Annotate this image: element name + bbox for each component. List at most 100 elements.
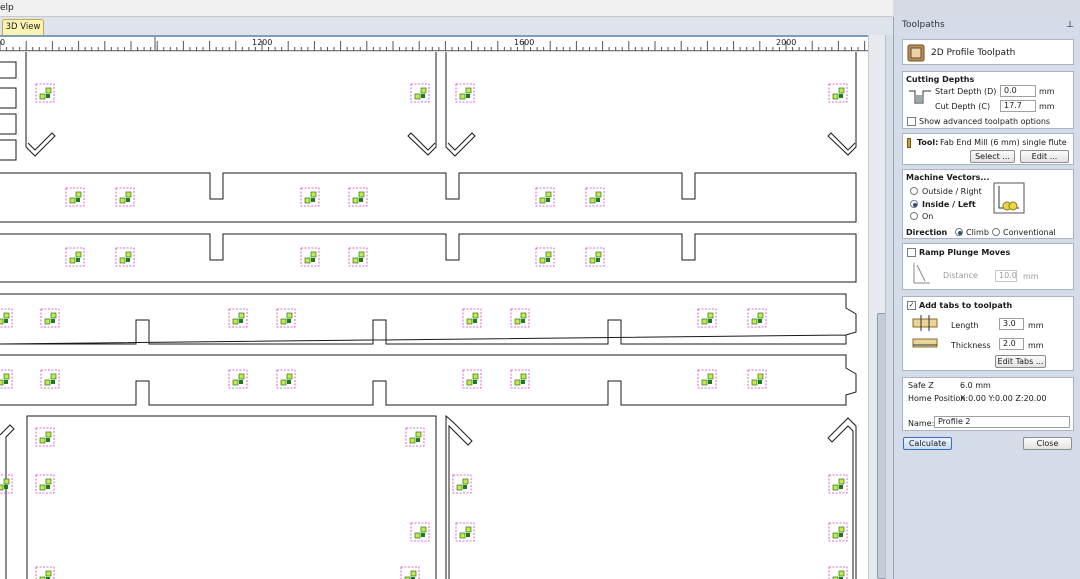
tab-thickness-input[interactable]: 2.0 [999,338,1024,350]
outside-right-radio[interactable] [910,187,918,195]
vector-shape [407,52,437,156]
add-tabs-label: Add tabs to toolpath [919,301,1013,310]
tab-marker [35,427,55,447]
tool-name: Fab End Mill (6 mm) single flute [940,138,1067,147]
tab-length-unit: mm [1028,321,1044,330]
tab-marker [697,369,717,389]
tab-thickness-icon [912,338,938,348]
horizontal-ruler: 0 1200 1600 2000 [0,35,868,51]
tab-marker [828,83,848,103]
tab-marker [585,187,605,207]
tab-marker [462,308,482,328]
start-depth-label: Start Depth (D) [935,87,997,96]
vector-shape [25,52,56,157]
tab-marker [348,247,368,267]
profile-toolpath-icon [907,44,925,62]
tab-3d-view[interactable]: 3D View [2,19,44,35]
calculate-button[interactable]: Calculate [903,437,952,450]
tab-marker [410,522,430,542]
vector-shape [26,415,437,579]
ramp-label: Ramp Plunge Moves [919,248,1011,257]
inside-left-radio[interactable] [910,200,918,208]
tabs-section: ✓ Add tabs to toolpath Length 3.0 mm Thi… [902,296,1074,371]
tool-section: Tool: Fab End Mill (6 mm) single flute S… [902,133,1074,165]
menu-help[interactable]: elp [0,3,14,13]
tab-marker [65,247,85,267]
tool-icon [907,138,911,148]
panel-splitter[interactable] [885,35,893,579]
inside-left-label: Inside / Left [922,200,976,209]
tool-label: Tool: [917,138,939,147]
home-position-value: X:0.00 Y:0.00 Z:20.00 [960,394,1047,403]
ramp-distance-unit: mm [1023,272,1039,281]
ramp-checkbox[interactable] [907,248,916,257]
on-radio[interactable] [910,212,918,220]
tab-marker [828,474,848,494]
tab-marker [228,369,248,389]
vector-shape [0,172,857,223]
machine-vectors-title: Machine Vectors... [906,173,990,182]
tab-thickness-unit: mm [1028,341,1044,350]
direction-label: Direction [906,228,948,237]
tab-length-input[interactable]: 3.0 [999,318,1024,330]
toolpath-header: 2D Profile Toolpath [902,39,1074,65]
tab-marker [585,247,605,267]
tab-thickness-label: Thickness [951,341,991,350]
vector-shape [827,417,857,579]
tab-marker [410,83,430,103]
cutting-depths-section: Cutting Depths Start Depth (D) 0.0 mm Cu… [902,71,1074,129]
cut-depth-unit: mm [1039,102,1055,111]
tab-marker [35,83,55,103]
edit-tabs-button[interactable]: Edit Tabs ... [995,355,1046,368]
toolpath-name-input[interactable]: Profile 2 [934,416,1070,428]
drawing-canvas[interactable] [0,52,868,579]
tab-marker [228,308,248,328]
ruler-label-1600: 1600 [514,38,535,47]
on-label: On [922,212,934,221]
ruler-label-1200: 1200 [252,38,273,47]
tab-marker [462,369,482,389]
tab-marker [510,369,530,389]
ruler-label-2000: 2000 [776,38,797,47]
vector-shape [0,293,857,345]
close-button[interactable]: Close [1023,437,1072,450]
tab-marker [115,247,135,267]
tab-marker [40,308,60,328]
vector-shape [445,414,473,579]
pin-icon[interactable]: ⊥ [1066,20,1074,30]
start-depth-unit: mm [1039,87,1055,96]
tab-marker [405,427,425,447]
vector-shape [0,354,857,406]
tab-marker [828,566,848,579]
start-depth-input[interactable]: 0.0 [1000,85,1036,97]
ramp-section: Ramp Plunge Moves Distance 10.0 mm [902,243,1074,290]
tab-marker [0,308,13,328]
menu-bar: elp [0,0,893,17]
ramp-distance-input[interactable]: 10.0 [995,270,1017,282]
edit-tool-button[interactable]: Edit ... [1020,150,1069,163]
toolpath-header-title: 2D Profile Toolpath [931,48,1016,58]
vector-drawing [0,52,857,579]
name-label: Name: [908,419,935,428]
cutting-depths-title: Cutting Depths [906,75,975,84]
tab-marker [452,474,472,494]
climb-radio[interactable] [955,228,963,236]
add-tabs-checkbox[interactable]: ✓ [907,301,916,310]
safe-z-label: Safe Z [908,381,934,390]
depth-diagram-icon [909,90,931,104]
vector-direction-icon [993,182,1025,214]
ruler-ticks [0,37,866,51]
tab-marker [535,187,555,207]
tab-marker [65,187,85,207]
select-tool-button[interactable]: Select ... [970,150,1015,163]
tab-marker [828,522,848,542]
toolpaths-panel: Toolpaths ⊥ 2D Profile Toolpath Cutting … [893,17,1080,579]
tab-length-label: Length [951,321,979,330]
advanced-options-checkbox[interactable] [907,117,916,126]
ramp-diagram-icon [913,263,930,284]
conventional-radio[interactable] [992,228,1000,236]
tab-marker [40,369,60,389]
tab-marker [35,474,55,494]
tab-marker [455,522,475,542]
cut-depth-input[interactable]: 17.7 [1000,100,1036,112]
